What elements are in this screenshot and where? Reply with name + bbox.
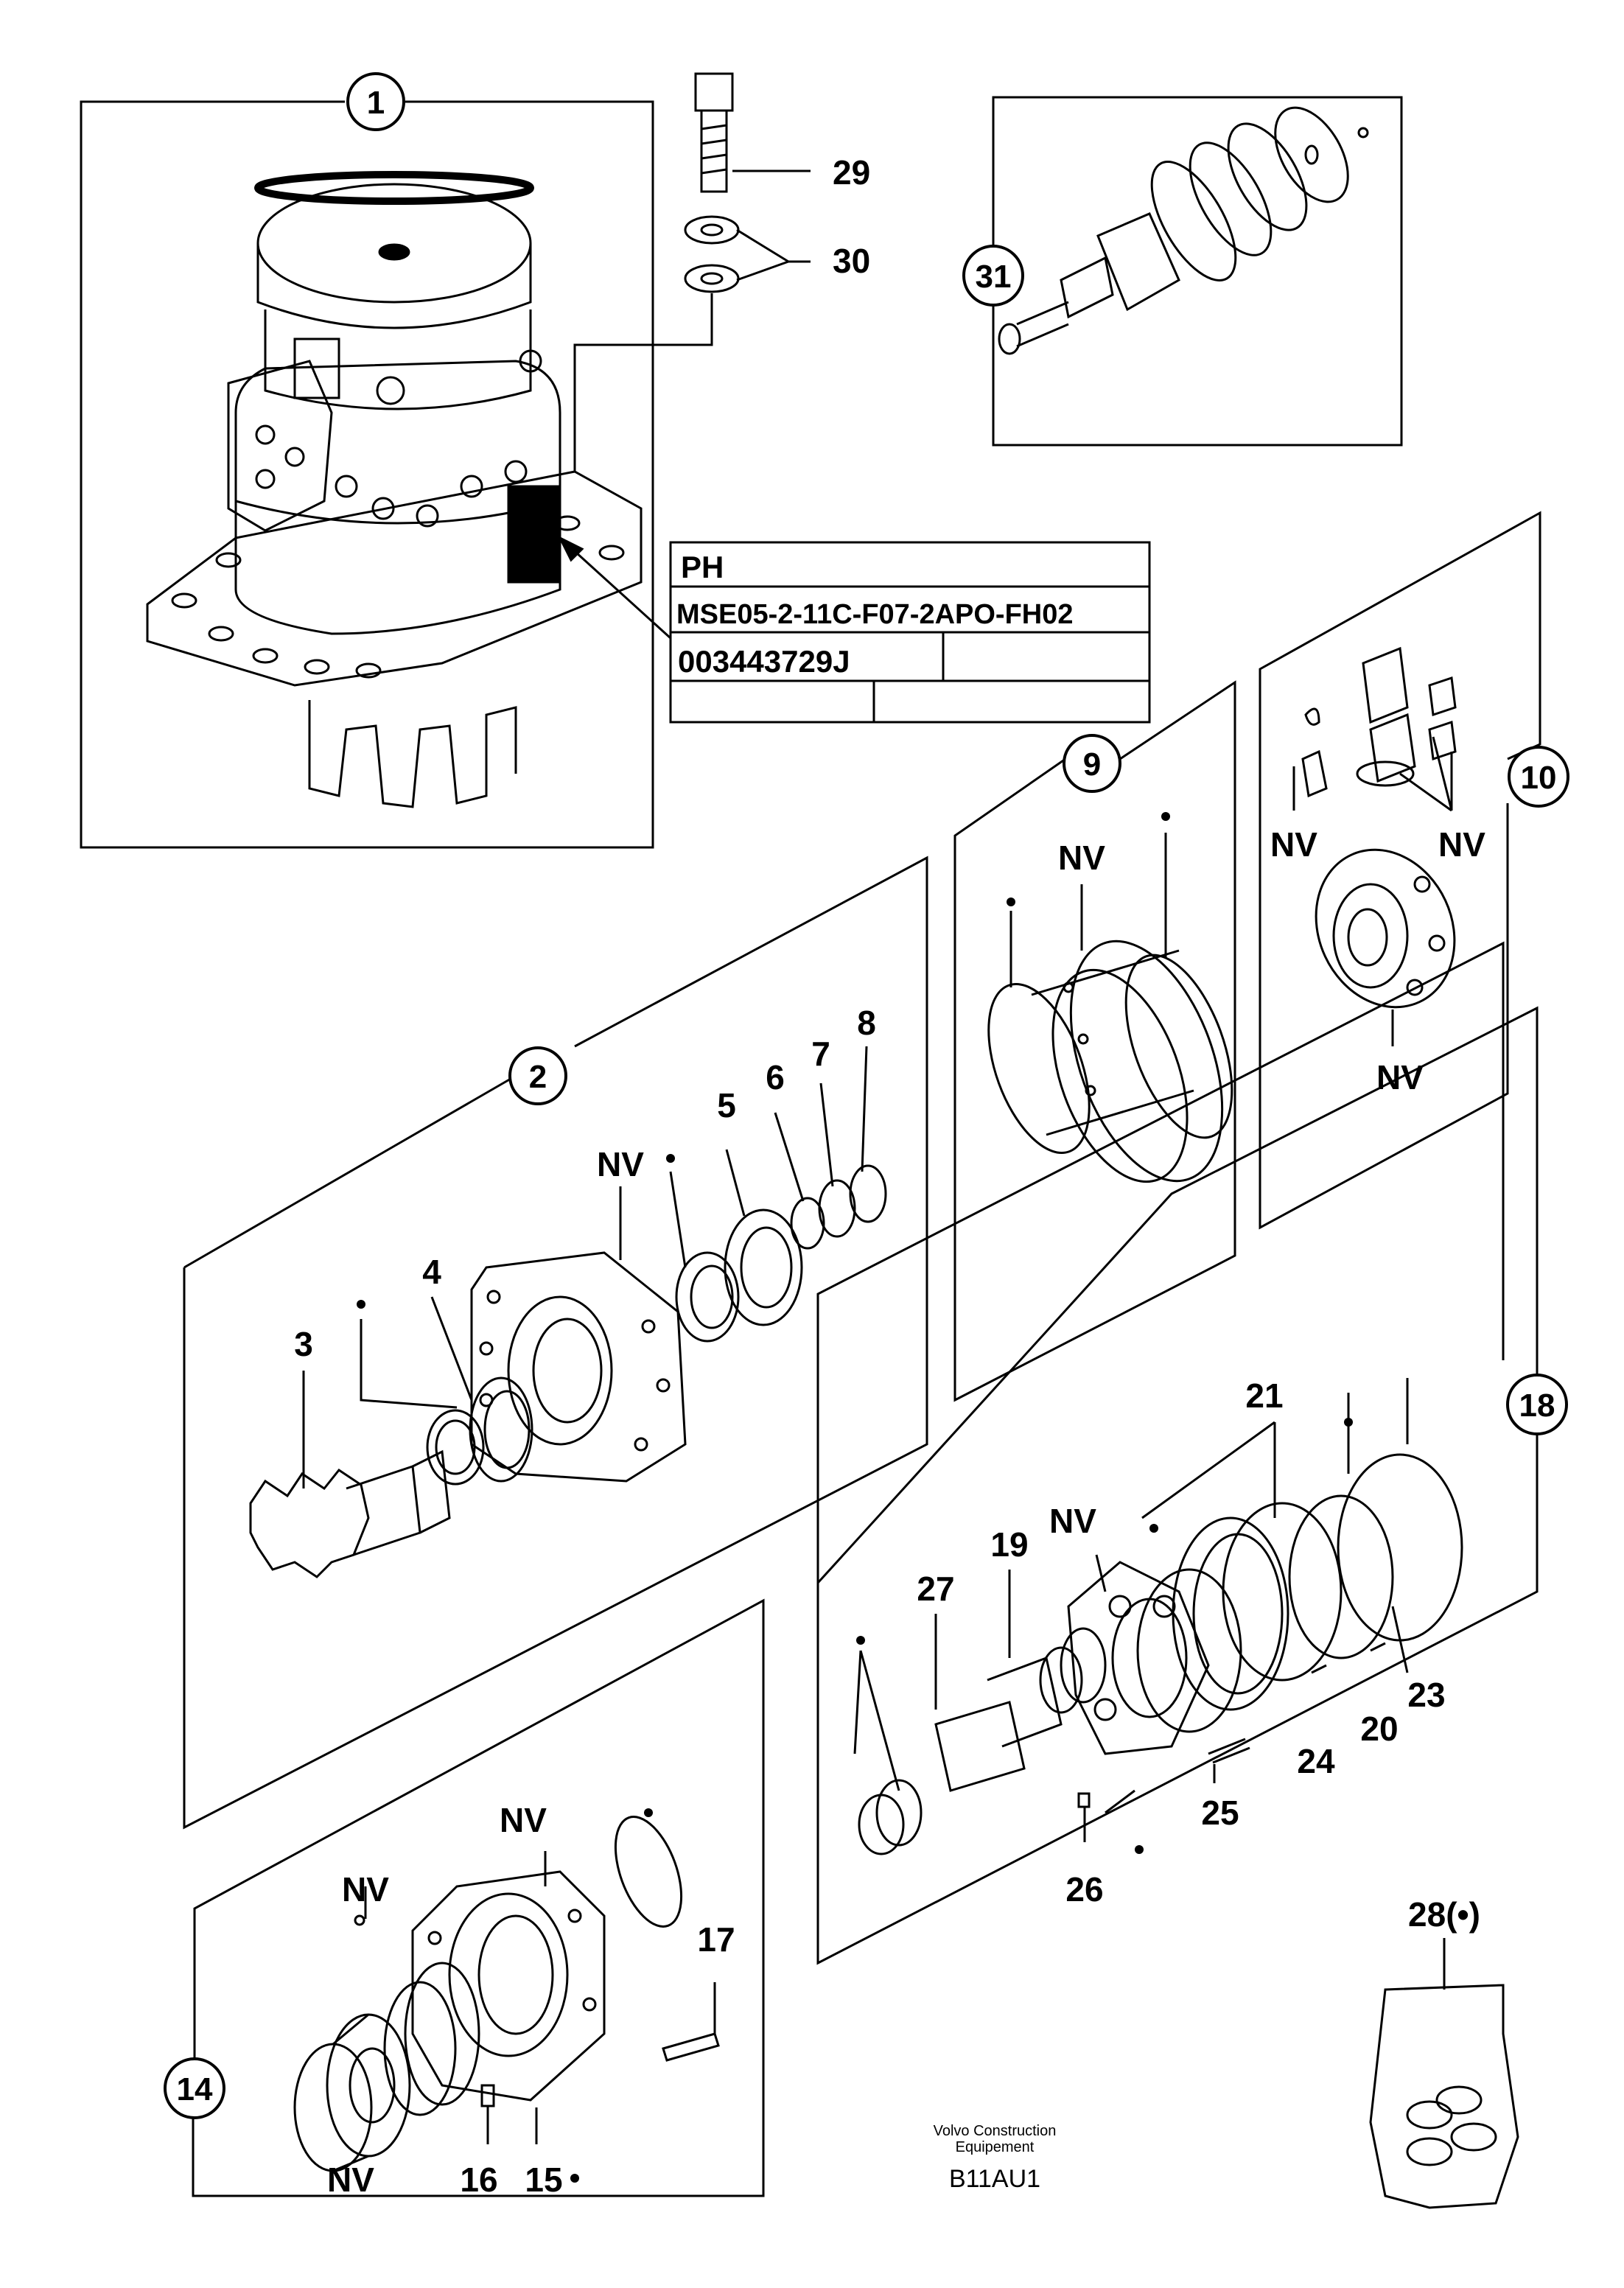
washer-30-b — [684, 264, 740, 293]
callout-18: 18 — [1506, 1374, 1568, 1435]
label-8: 8 — [857, 1004, 876, 1042]
group-10-parts — [1301, 646, 1457, 1009]
label-4: 4 — [422, 1253, 441, 1291]
group-9-frame — [953, 680, 1236, 1402]
nameplate-table — [669, 541, 1151, 724]
callout-31: 31 — [962, 245, 1024, 307]
group-18-leaders — [853, 1378, 1409, 1842]
label-nv-g10-left: NV — [1270, 825, 1317, 864]
label-19: 19 — [990, 1525, 1028, 1564]
ring-6 — [790, 1197, 825, 1250]
group-14-parts — [293, 1816, 720, 2172]
bearing-5 — [724, 1208, 803, 1326]
label-nv-g14-bottom: NV — [327, 2161, 374, 2199]
group-10-frame — [1259, 511, 1541, 1230]
label-nv-g9: NV — [1058, 839, 1105, 877]
label-28: 28(•) — [1408, 1895, 1480, 1934]
group-18-frame — [816, 1006, 1539, 1965]
label-nv-g10-right: NV — [1438, 825, 1485, 864]
svg-text:14: 14 — [177, 2071, 213, 2107]
nameplate-row1: PH — [681, 550, 724, 584]
label-nv-g14-left: NV — [342, 1870, 389, 1909]
footer: Volvo Construction Equipement B11AU1 — [934, 2123, 1057, 2193]
label-16: 16 — [460, 2161, 497, 2199]
group-31-parts — [998, 106, 1369, 355]
callout-1: 1 — [346, 72, 405, 131]
motor-upper-housing — [264, 309, 532, 410]
pinion-gear — [308, 700, 517, 808]
seal-ring — [426, 1409, 485, 1486]
part-labels: 29 30 3 4 NV 5 6 7 8 NV NV NV NV 21 NV 1… — [294, 153, 1485, 2199]
callout-14: 14 — [164, 2057, 225, 2119]
label-3: 3 — [294, 1325, 313, 1363]
gear-housing-nv — [470, 1251, 687, 1483]
thrust-ring — [675, 1251, 740, 1343]
svg-text:10: 10 — [1521, 760, 1557, 796]
seal-kit-bag — [1369, 1938, 1519, 2209]
label-29: 29 — [833, 153, 870, 192]
footer-company-line2: Equipement — [956, 2139, 1035, 2155]
svg-text:18: 18 — [1519, 1388, 1555, 1424]
svg-text:9: 9 — [1083, 746, 1101, 783]
ring-7 — [818, 1179, 856, 1238]
hydraulic-valve-block — [227, 360, 333, 532]
nameplate-row2: MSE05-2-11C-F07-2APO-FH02 — [676, 599, 1074, 630]
group-1-frame — [80, 100, 654, 849]
leader-30 — [736, 228, 811, 281]
bolt-29 — [694, 72, 734, 193]
group-2-frame — [183, 856, 928, 1830]
label-nv-g14-top: NV — [500, 1801, 547, 1839]
label-30: 30 — [833, 242, 870, 280]
nameplate-row3: 003443729J — [678, 644, 850, 679]
ring-8 — [849, 1164, 887, 1223]
label-26: 26 — [1065, 1870, 1103, 1909]
motor-base-flange — [146, 470, 643, 687]
cover-center-hole — [378, 243, 410, 261]
group-18-parts — [858, 1453, 1463, 1855]
label-nv-g2: NV — [597, 1145, 644, 1183]
ring-gear-nv — [1031, 940, 1224, 1183]
svg-text:2: 2 — [529, 1059, 547, 1095]
nameplate-leader — [573, 293, 713, 472]
label-25: 25 — [1201, 1794, 1239, 1832]
flange-bolt-holes — [171, 515, 625, 679]
pinion-shaft-3 — [249, 1449, 451, 1578]
label-24: 24 — [1297, 1742, 1335, 1780]
label-15: 15 — [525, 2161, 562, 2199]
label-7: 7 — [811, 1035, 830, 1073]
nameplate-black-label — [507, 485, 561, 584]
o-ring-b — [1124, 954, 1233, 1139]
label-17: 17 — [697, 1920, 735, 1959]
nameplate-text: PH MSE05-2-11C-F07-2APO-FH02 003443729J — [676, 550, 1074, 679]
o-ring-a — [987, 983, 1091, 1154]
label-21: 21 — [1245, 1376, 1283, 1415]
group-2-leaders — [302, 1046, 868, 1488]
callout-9: 9 — [1063, 734, 1121, 793]
svg-text:31: 31 — [976, 259, 1012, 295]
svg-text:1: 1 — [367, 85, 385, 121]
label-23: 23 — [1407, 1676, 1445, 1714]
footer-company-line1: Volvo Construction — [934, 2123, 1057, 2139]
label-nv-g10-bottom: NV — [1376, 1058, 1424, 1096]
group-14-frame — [192, 1598, 765, 2197]
label-6: 6 — [766, 1058, 785, 1096]
housing-plug — [376, 376, 405, 405]
group-14-leaders — [330, 1851, 716, 2181]
label-nv-g18: NV — [1049, 1502, 1096, 1540]
label-20: 20 — [1360, 1710, 1398, 1748]
callout-10: 10 — [1508, 746, 1569, 808]
footer-drawing-code: B11AU1 — [949, 2165, 1040, 2193]
washer-30-a — [684, 215, 740, 245]
callout-2: 2 — [508, 1046, 567, 1105]
dot-markers — [357, 812, 1353, 2183]
label-5: 5 — [717, 1086, 736, 1124]
label-27: 27 — [917, 1570, 954, 1608]
